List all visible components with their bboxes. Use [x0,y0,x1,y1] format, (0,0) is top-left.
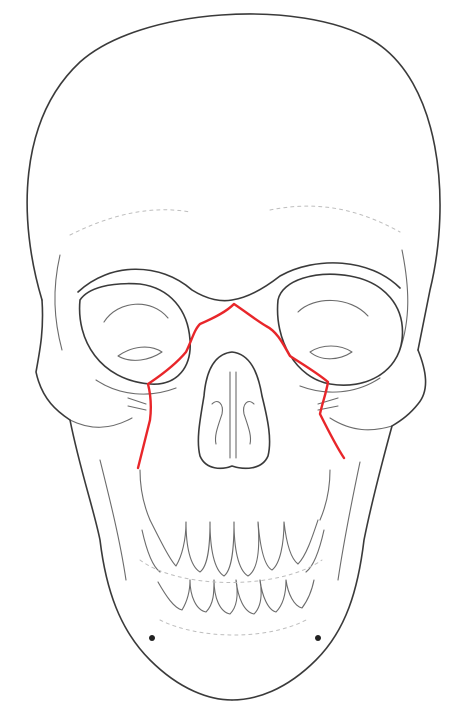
left-mental-foramen [149,635,155,641]
left-zygomatic-line [70,418,132,427]
nasal-septum [230,372,236,458]
left-orbit-inner [104,304,168,322]
tooth-root-line-lower [160,620,306,635]
nasal-conchae-right [244,402,254,444]
nasal-conchae-left [212,402,222,444]
right-temporal-line [392,350,426,426]
left-suture-line [70,210,190,235]
left-temporal-line [36,300,70,420]
left-orbit-outer [80,284,191,385]
lower-teeth [158,580,314,614]
right-orbit-outer [278,274,403,385]
right-orbit-fissure [310,346,352,359]
brow-ridge [78,263,400,301]
right-ramus-line [338,462,360,580]
left-zygomatic-marks [128,398,146,410]
right-zygomatic-line [330,418,392,430]
right-temporal-inner [400,250,408,350]
left-temporal-inner [55,255,62,350]
maxilla-left-line [140,470,150,520]
upper-teeth [142,520,324,576]
fracture-line [138,304,344,468]
right-orbit-inner [298,300,368,316]
left-orbit-fissure [118,347,162,360]
right-suture-line [270,206,400,232]
maxilla-right-line [320,470,330,520]
right-mental-foramen [315,635,321,641]
nasal-aperture [198,352,269,468]
